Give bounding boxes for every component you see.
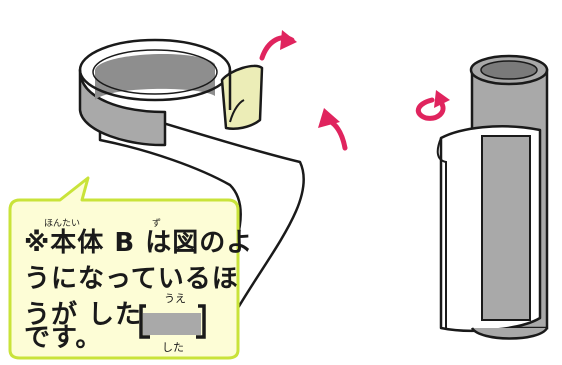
tube-top-inner <box>480 60 538 80</box>
wrap-sheet-curl <box>436 137 447 330</box>
note-ruby-hontai: ほんたい <box>44 219 81 229</box>
mini-bracket-diagram <box>139 304 206 339</box>
tube-figure <box>436 54 549 340</box>
rotate-arrow <box>415 90 450 121</box>
ring-inner-wall <box>95 53 215 100</box>
arrow-curl-top-head <box>280 30 297 50</box>
note-line-2: うになっているほ <box>24 264 239 294</box>
note-line-4: です。 <box>24 323 103 353</box>
mini-bracket-right <box>196 304 206 339</box>
rotate-arrow-head <box>434 90 450 108</box>
mini-bracket-left <box>139 304 150 339</box>
ring-yellow-tab <box>220 64 264 130</box>
pull-direction-arrows <box>259 30 348 151</box>
tube-bottom <box>470 327 549 340</box>
ring-tab-fold <box>229 99 245 123</box>
mini-bracket-top-label: うえ <box>164 292 186 305</box>
unwinding-ring-figure <box>78 38 306 320</box>
mini-bracket-fill <box>143 313 201 335</box>
ring-outer-wall <box>78 68 167 147</box>
note-bubble-shape <box>8 176 240 360</box>
ring-inner-rim <box>92 49 218 95</box>
rotate-arrow-curve <box>415 97 446 121</box>
arrow-up-middle-head <box>318 108 340 128</box>
note-line-1: ※本体 B は図のよ <box>24 228 254 258</box>
mini-bracket-bottom-label: した <box>162 341 184 354</box>
note-ruby-zu: ず <box>152 219 162 229</box>
tube-center-visible <box>481 135 531 321</box>
note-line-3: うが した <box>24 300 143 330</box>
